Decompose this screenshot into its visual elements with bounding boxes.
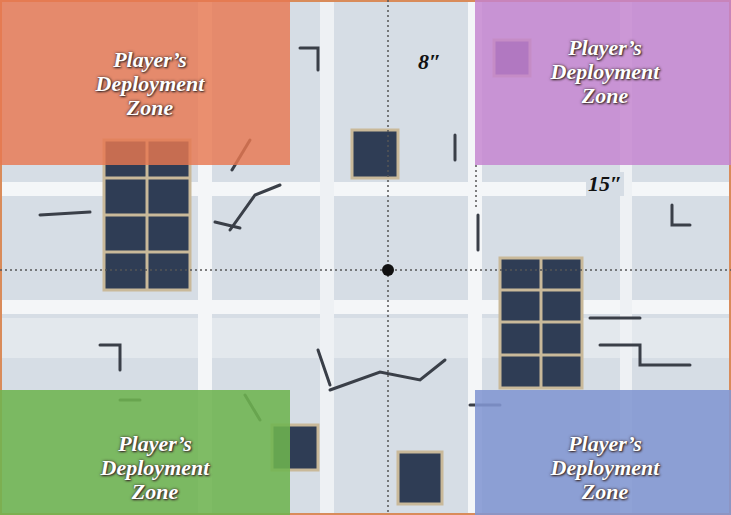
deployment-zone: Player’s Deployment Zone	[0, 0, 290, 165]
zone-label: Player’s Deployment Zone	[535, 36, 675, 108]
deployment-zone: Player’s Deployment Zone	[0, 390, 290, 515]
distance-label: 15″	[586, 172, 624, 196]
zone-label: Player’s Deployment Zone	[85, 432, 225, 504]
deployment-zone: Player’s Deployment Zone	[475, 0, 731, 165]
deployment-zone: Player’s Deployment Zone	[475, 390, 731, 515]
zone-label: Player’s Deployment Zone	[535, 432, 675, 504]
zone-label: Player’s Deployment Zone	[80, 48, 220, 120]
distance-label: 8″	[416, 50, 443, 74]
